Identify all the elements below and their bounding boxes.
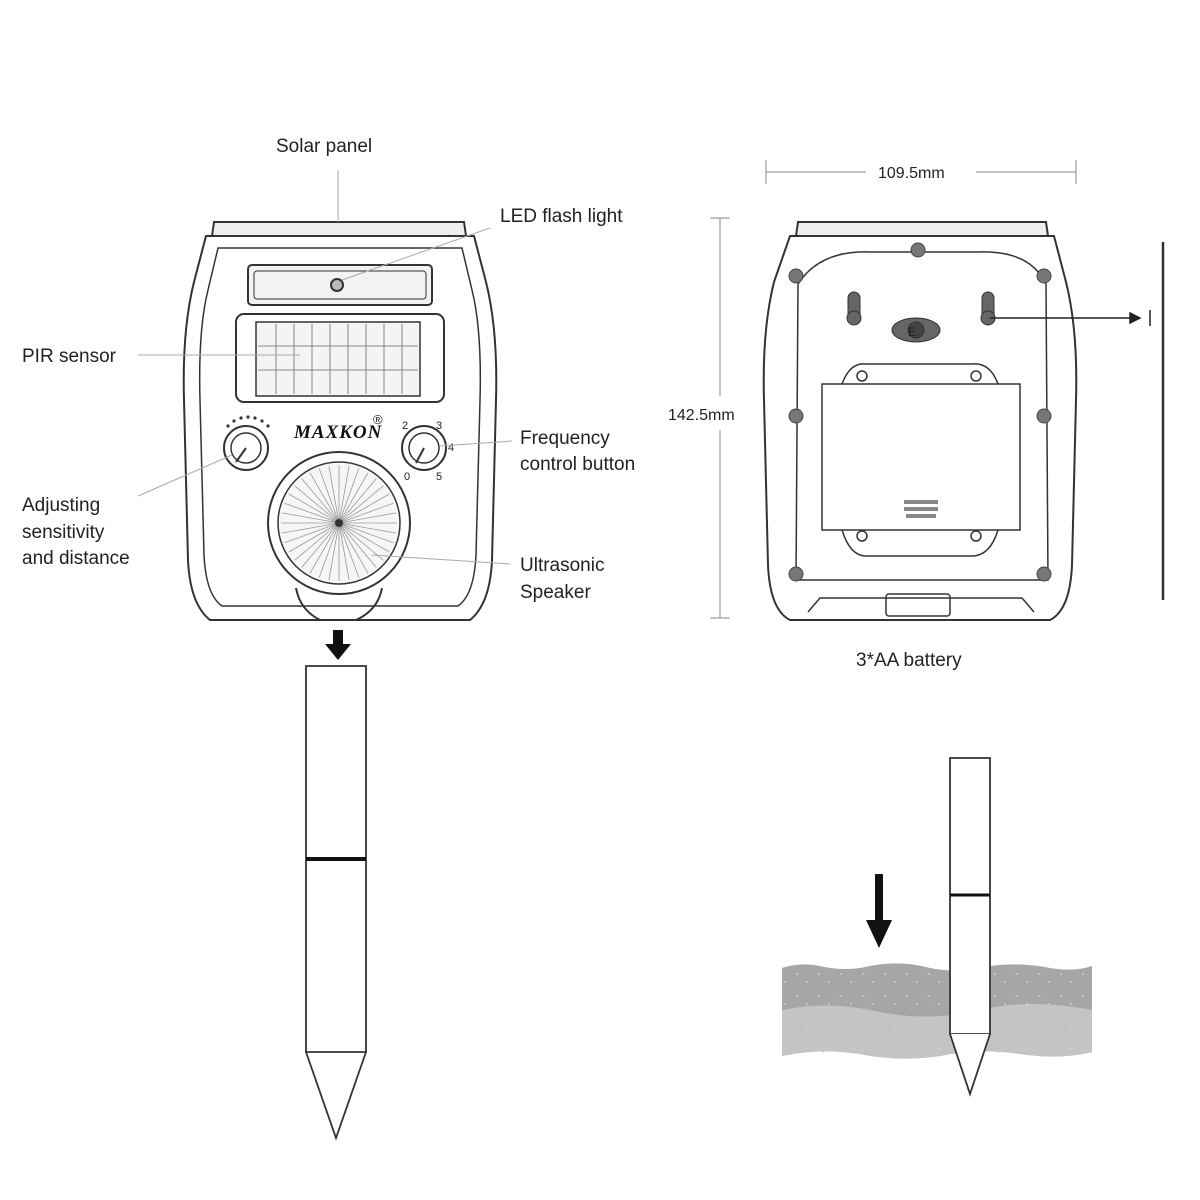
label-led-flash-light: LED flash light [500,206,623,227]
pir-sensor-grid [258,324,418,394]
back-top-strip [794,221,1050,237]
speaker-ray [284,522,340,544]
solar-panel-top [210,221,468,237]
label-battery: 3*AA battery [856,650,962,671]
speaker-ray [288,493,340,524]
freq-mark-5: 5 [436,471,442,483]
speaker-ray [338,502,394,524]
label-solar-panel: Solar panel [276,136,372,157]
ground-stake [305,665,367,1141]
speaker-ray [338,478,377,524]
speaker-ray [318,468,340,524]
installed-stake [949,757,991,1097]
freq-mark-2: 2 [402,420,408,432]
label-frequency-line1: Frequency [520,428,610,449]
speaker-ray [338,485,384,524]
speaker-ray [338,522,360,578]
ground-insert-arrow [866,874,892,948]
speaker-ray [328,465,340,524]
speaker-ray [281,522,340,534]
label-adjusting-line3: and distance [22,548,130,569]
label-pir-sensor: PIR sensor [22,346,117,367]
battery-latch [904,500,938,518]
speaker-ray [309,522,340,574]
hanging-slots [846,291,996,343]
speaker-ray [309,472,340,524]
pir-sensor-panel [255,321,421,397]
speaker-mount [295,587,383,621]
dimension-width: 109.5mm [878,165,945,182]
speaker-ray [338,472,369,524]
pir-housing [235,313,445,403]
led-bulb [330,278,344,292]
stake-insert-arrow [325,630,351,660]
frequency-dial [401,425,447,471]
speaker-ray [301,522,340,568]
speaker-ray [328,522,340,581]
label-ultrasonic-line1: Ultrasonic [520,555,604,576]
speaker-ray [338,522,384,561]
freq-mark-0: 0 [404,471,410,483]
device-body-outline [182,235,498,621]
brand-logo: MAXKON [293,422,383,443]
leader-lines [137,170,513,565]
freq-mark-4: 4 [448,442,454,454]
speaker-ray [338,522,390,553]
speaker-rays [281,465,397,581]
speaker-ray [318,522,340,578]
speaker-ray [301,478,340,524]
speaker-ray [338,465,350,524]
front-view [182,221,498,621]
speaker-ray [338,493,390,524]
speaker-ray [338,522,377,568]
soil-section [782,963,1092,1059]
speaker-ray [338,522,350,581]
sensitivity-dial [223,425,269,471]
label-frequency-line2: control button [520,454,635,475]
speaker-ray [294,485,340,524]
speaker-ray [338,468,360,524]
speaker-ray [338,512,397,524]
back-inner-outline [795,251,1049,581]
back-screws [788,242,1052,582]
ultrasonic-speaker-ring [267,451,411,595]
lock-mark: E [908,325,916,339]
speaker-ray [284,502,340,524]
speaker-ray [288,522,340,553]
sensitivity-scale [226,415,270,428]
label-ultrasonic-line2: Speaker [520,582,591,603]
speaker-ray [294,522,340,561]
freq-mark-3: 3 [436,420,442,432]
speaker-ray [281,512,340,524]
speaker-ray [338,522,397,534]
battery-screws [856,370,982,542]
label-adjusting-line2: sensitivity [22,522,105,543]
speaker-ray [338,522,369,574]
back-view [710,160,1165,621]
mount-arrow [990,310,1151,326]
back-body-outline [762,235,1078,621]
registered-mark: ® [373,412,383,427]
label-adjusting-line1: Adjusting [22,495,100,516]
dimension-height: 142.5mm [668,407,735,424]
battery-compartment [821,383,1021,531]
device-inner-outline [198,247,482,607]
back-base [807,597,1035,613]
speaker-ray [338,522,394,544]
